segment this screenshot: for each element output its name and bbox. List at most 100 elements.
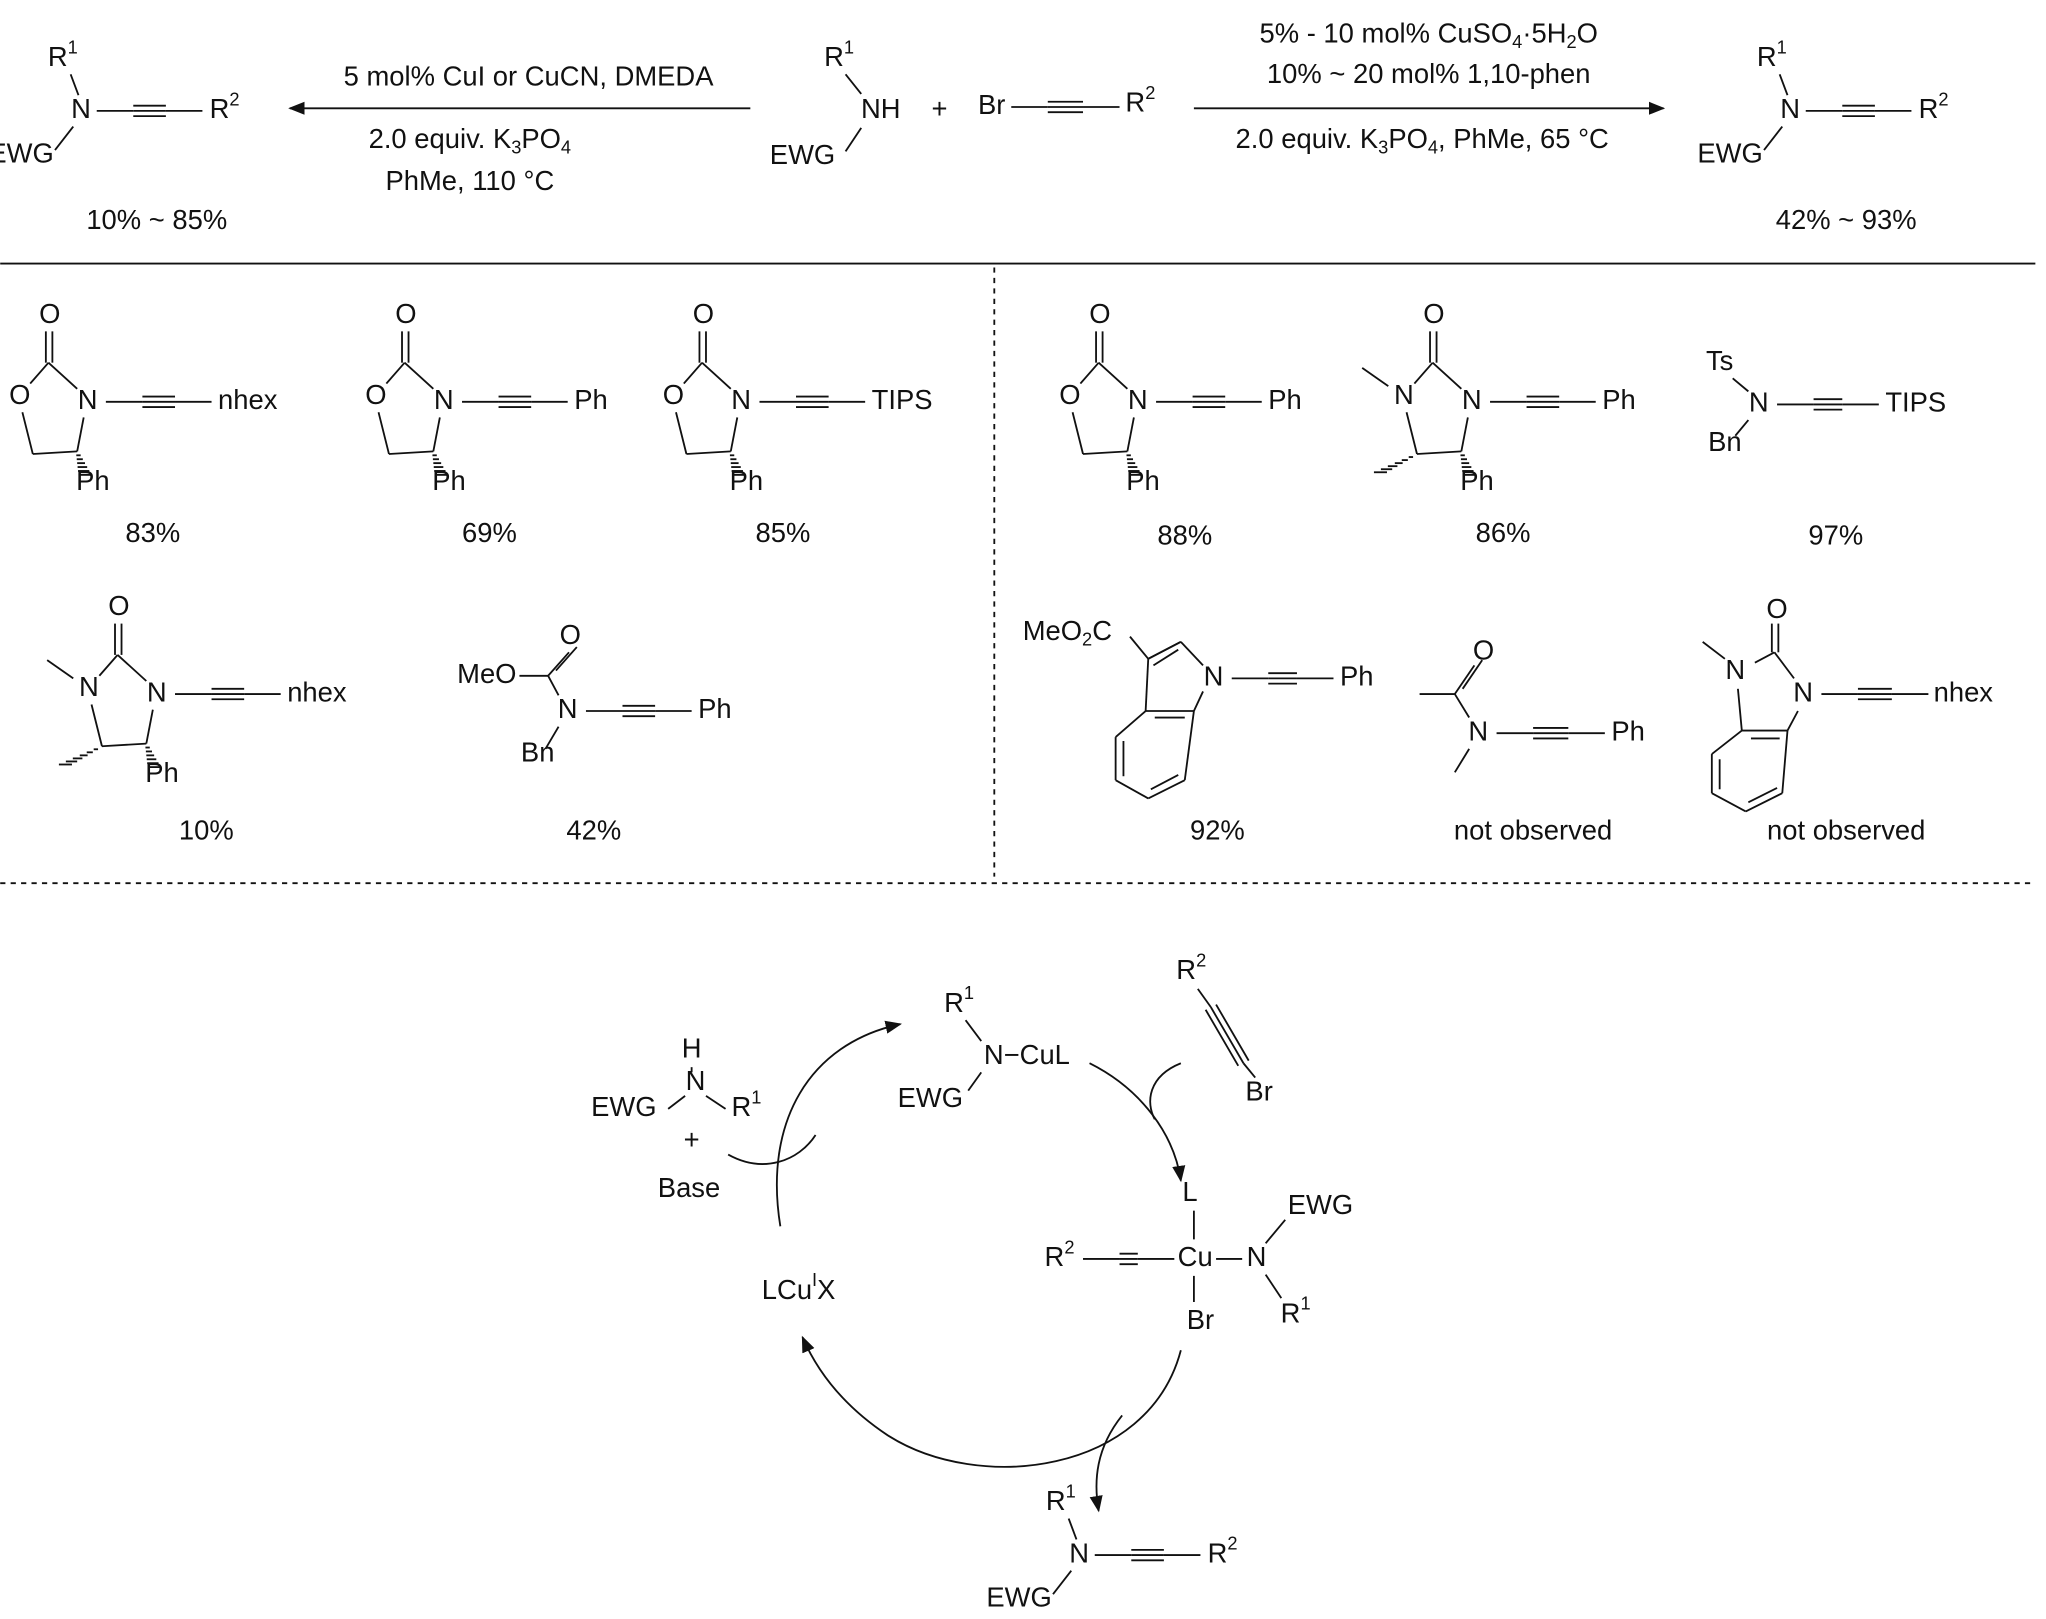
bond [1413,362,1434,385]
bond [701,362,732,390]
bond [729,417,739,452]
bond [1416,450,1462,455]
bond [1778,74,1789,96]
right-ex5-n: N [1468,715,1488,746]
bond [47,362,78,390]
cycle-complex-r2: R2​ [1045,1236,1075,1272]
right-ex3-yield: 97% [1808,520,1863,551]
bond [404,362,434,390]
bond [145,709,154,744]
left-product-r1: R1​ [48,36,78,72]
left-ex3-substituent: TIPS [872,384,933,415]
bond [1079,362,1100,385]
bond [1152,648,1179,667]
bond [1210,1006,1245,1064]
reactant-br: Br [978,89,1005,120]
right-product-r2: R2​ [1919,88,1949,124]
bond [1734,419,1750,437]
right-ex2-yield: 86% [1476,517,1531,548]
left-ex2-n3: N [434,384,454,415]
left-ex4-n1: N [79,671,99,702]
cycle-amine-r1: R1​ [731,1086,761,1122]
bond [544,726,560,750]
bond [90,704,103,747]
bond [547,675,560,696]
bond [1454,664,1476,695]
left-ex3-n3: N [731,384,751,415]
bond [1098,362,1128,390]
methyl-bond [46,659,74,680]
bond [385,362,406,385]
reactant-r2: R2​ [1125,82,1155,118]
right-condition-base-solvent: 2.0 equiv. K3​PO4​, PhMe, 65 °C [1236,123,1609,157]
bond [967,1071,982,1092]
bond [1052,1570,1072,1595]
cycle-cuamide-ewg: EWG [898,1082,963,1113]
cycle-arrow-product-release [1089,1414,1123,1513]
cycle-amine-ewg: EWG [591,1091,656,1122]
left-ex2-phenyl: Ph [432,465,466,496]
left-product-r2: R2​ [210,88,240,124]
left-ex4-substituent: nhex [287,676,347,707]
right-yield-range: 42% ~ 93% [1776,204,1917,235]
bond [1432,362,1462,390]
left-yield-range: 10% ~ 85% [86,204,227,235]
cycle-complex-r1: R1​ [1281,1292,1311,1328]
right-product-n: N [1780,93,1800,124]
cycle-arrow-oxidative-addition [1089,1062,1186,1183]
bond [1144,658,1150,712]
bond [1747,787,1778,804]
cycle-product-r2: R2​ [1208,1532,1238,1568]
left-ex3-carbonyl-o: O [693,298,714,329]
bond [1071,412,1084,455]
right-ex1-yield: 88% [1157,520,1212,551]
bond [1454,748,1470,773]
left-ex1-n3: N [78,384,98,415]
bond [683,362,703,385]
bond [555,646,578,672]
right-product-r1: R1​ [1757,36,1787,72]
left-ex4-n3: N [147,676,167,707]
bond [1215,1004,1250,1062]
left-ex5-yield: 42% [566,815,621,846]
bond [76,417,85,452]
right-ex3-bn: Bn [1708,426,1742,457]
cycle-catalyst: LCuI​X [762,1269,836,1305]
bond [388,450,434,455]
left-condition-solvent: PhMe, 110 °C [385,165,554,196]
bond [54,125,74,151]
cycle-complex-br: Br [1187,1304,1214,1335]
cycle-plus: + [684,1124,700,1155]
right-ex6-n1: N [1725,654,1745,685]
bond [69,74,80,96]
bond [1405,412,1418,455]
cycle-arrow-reductive-elimination [801,1335,1182,1468]
cycle-amine-h: H [682,1032,702,1063]
bond [1126,417,1135,452]
right-ex6-n3: N [1793,676,1813,707]
reactant-nh: NH [861,93,901,124]
bond [1082,450,1128,455]
right-ex6-yield: not observed [1767,815,1925,846]
cycle-complex-l: L [1182,1176,1197,1207]
bond [98,654,119,677]
right-condition-ligand: 10% ~ 20 mol% 1,10-phen [1267,58,1591,89]
left-ex1-carbonyl-o: O [39,298,60,329]
bond [705,1095,727,1110]
reactant-ewg: EWG [770,139,835,170]
bond [1754,651,1775,664]
right-ex1-substituent: Ph [1268,384,1302,415]
right-ex1-phenyl: Ph [1126,465,1160,496]
right-ex4-yield: 92% [1190,815,1245,846]
bond [1193,691,1204,712]
bond [1183,710,1195,781]
left-product-ewg: EWG [0,137,54,168]
bond [1711,729,1743,755]
right-ex1-n3: N [1128,384,1148,415]
bond [1702,641,1726,660]
cycle-amine-n: N [686,1065,706,1096]
bond [1242,1062,1256,1079]
bond [844,73,862,95]
cycle-arrow-bromoalkyne-in [1149,1062,1182,1120]
left-ex5-carbonyl-o: O [560,619,581,650]
